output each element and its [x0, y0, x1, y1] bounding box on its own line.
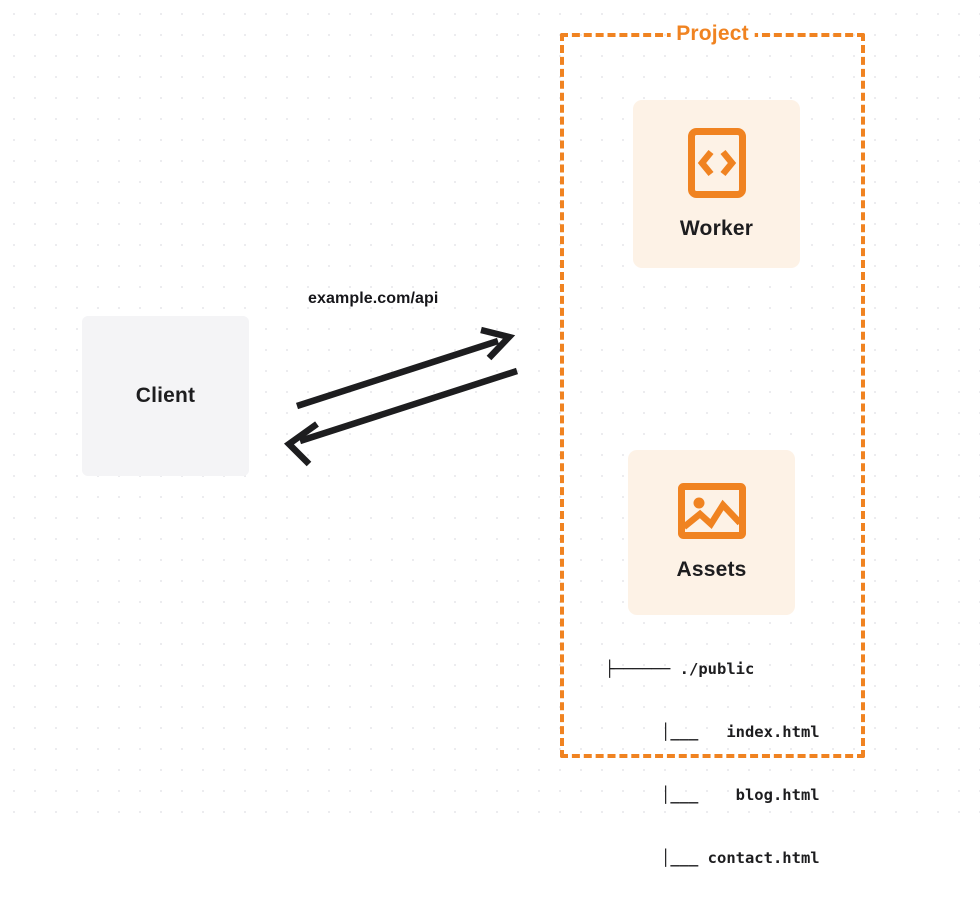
diagram-canvas: Client example.com/api Project Worker [0, 0, 980, 867]
arrow-right-icon [295, 326, 516, 410]
arrow-left-icon [283, 367, 518, 467]
assets-file-tree: ├────── ./public │___ index.html │___ bl… [605, 617, 820, 911]
file-tree-row: │___ index.html [605, 723, 820, 741]
project-title: Project [670, 22, 755, 46]
client-node-label: Client [135, 384, 196, 407]
project-container: Project [560, 22, 865, 758]
image-icon [677, 483, 746, 544]
assets-card[interactable]: Assets [628, 450, 795, 615]
assets-card-label: Assets [676, 558, 747, 581]
connection-label: example.com/api [308, 290, 439, 307]
code-brackets-icon [687, 127, 746, 203]
file-tree-row: ├────── ./public [605, 660, 755, 678]
client-node[interactable]: Client [82, 316, 249, 476]
file-tree-row: │___ blog.html [605, 786, 820, 804]
file-tree-row: │___ contact.html [605, 849, 820, 867]
worker-card[interactable]: Worker [633, 100, 800, 268]
worker-card-label: Worker [679, 216, 754, 240]
